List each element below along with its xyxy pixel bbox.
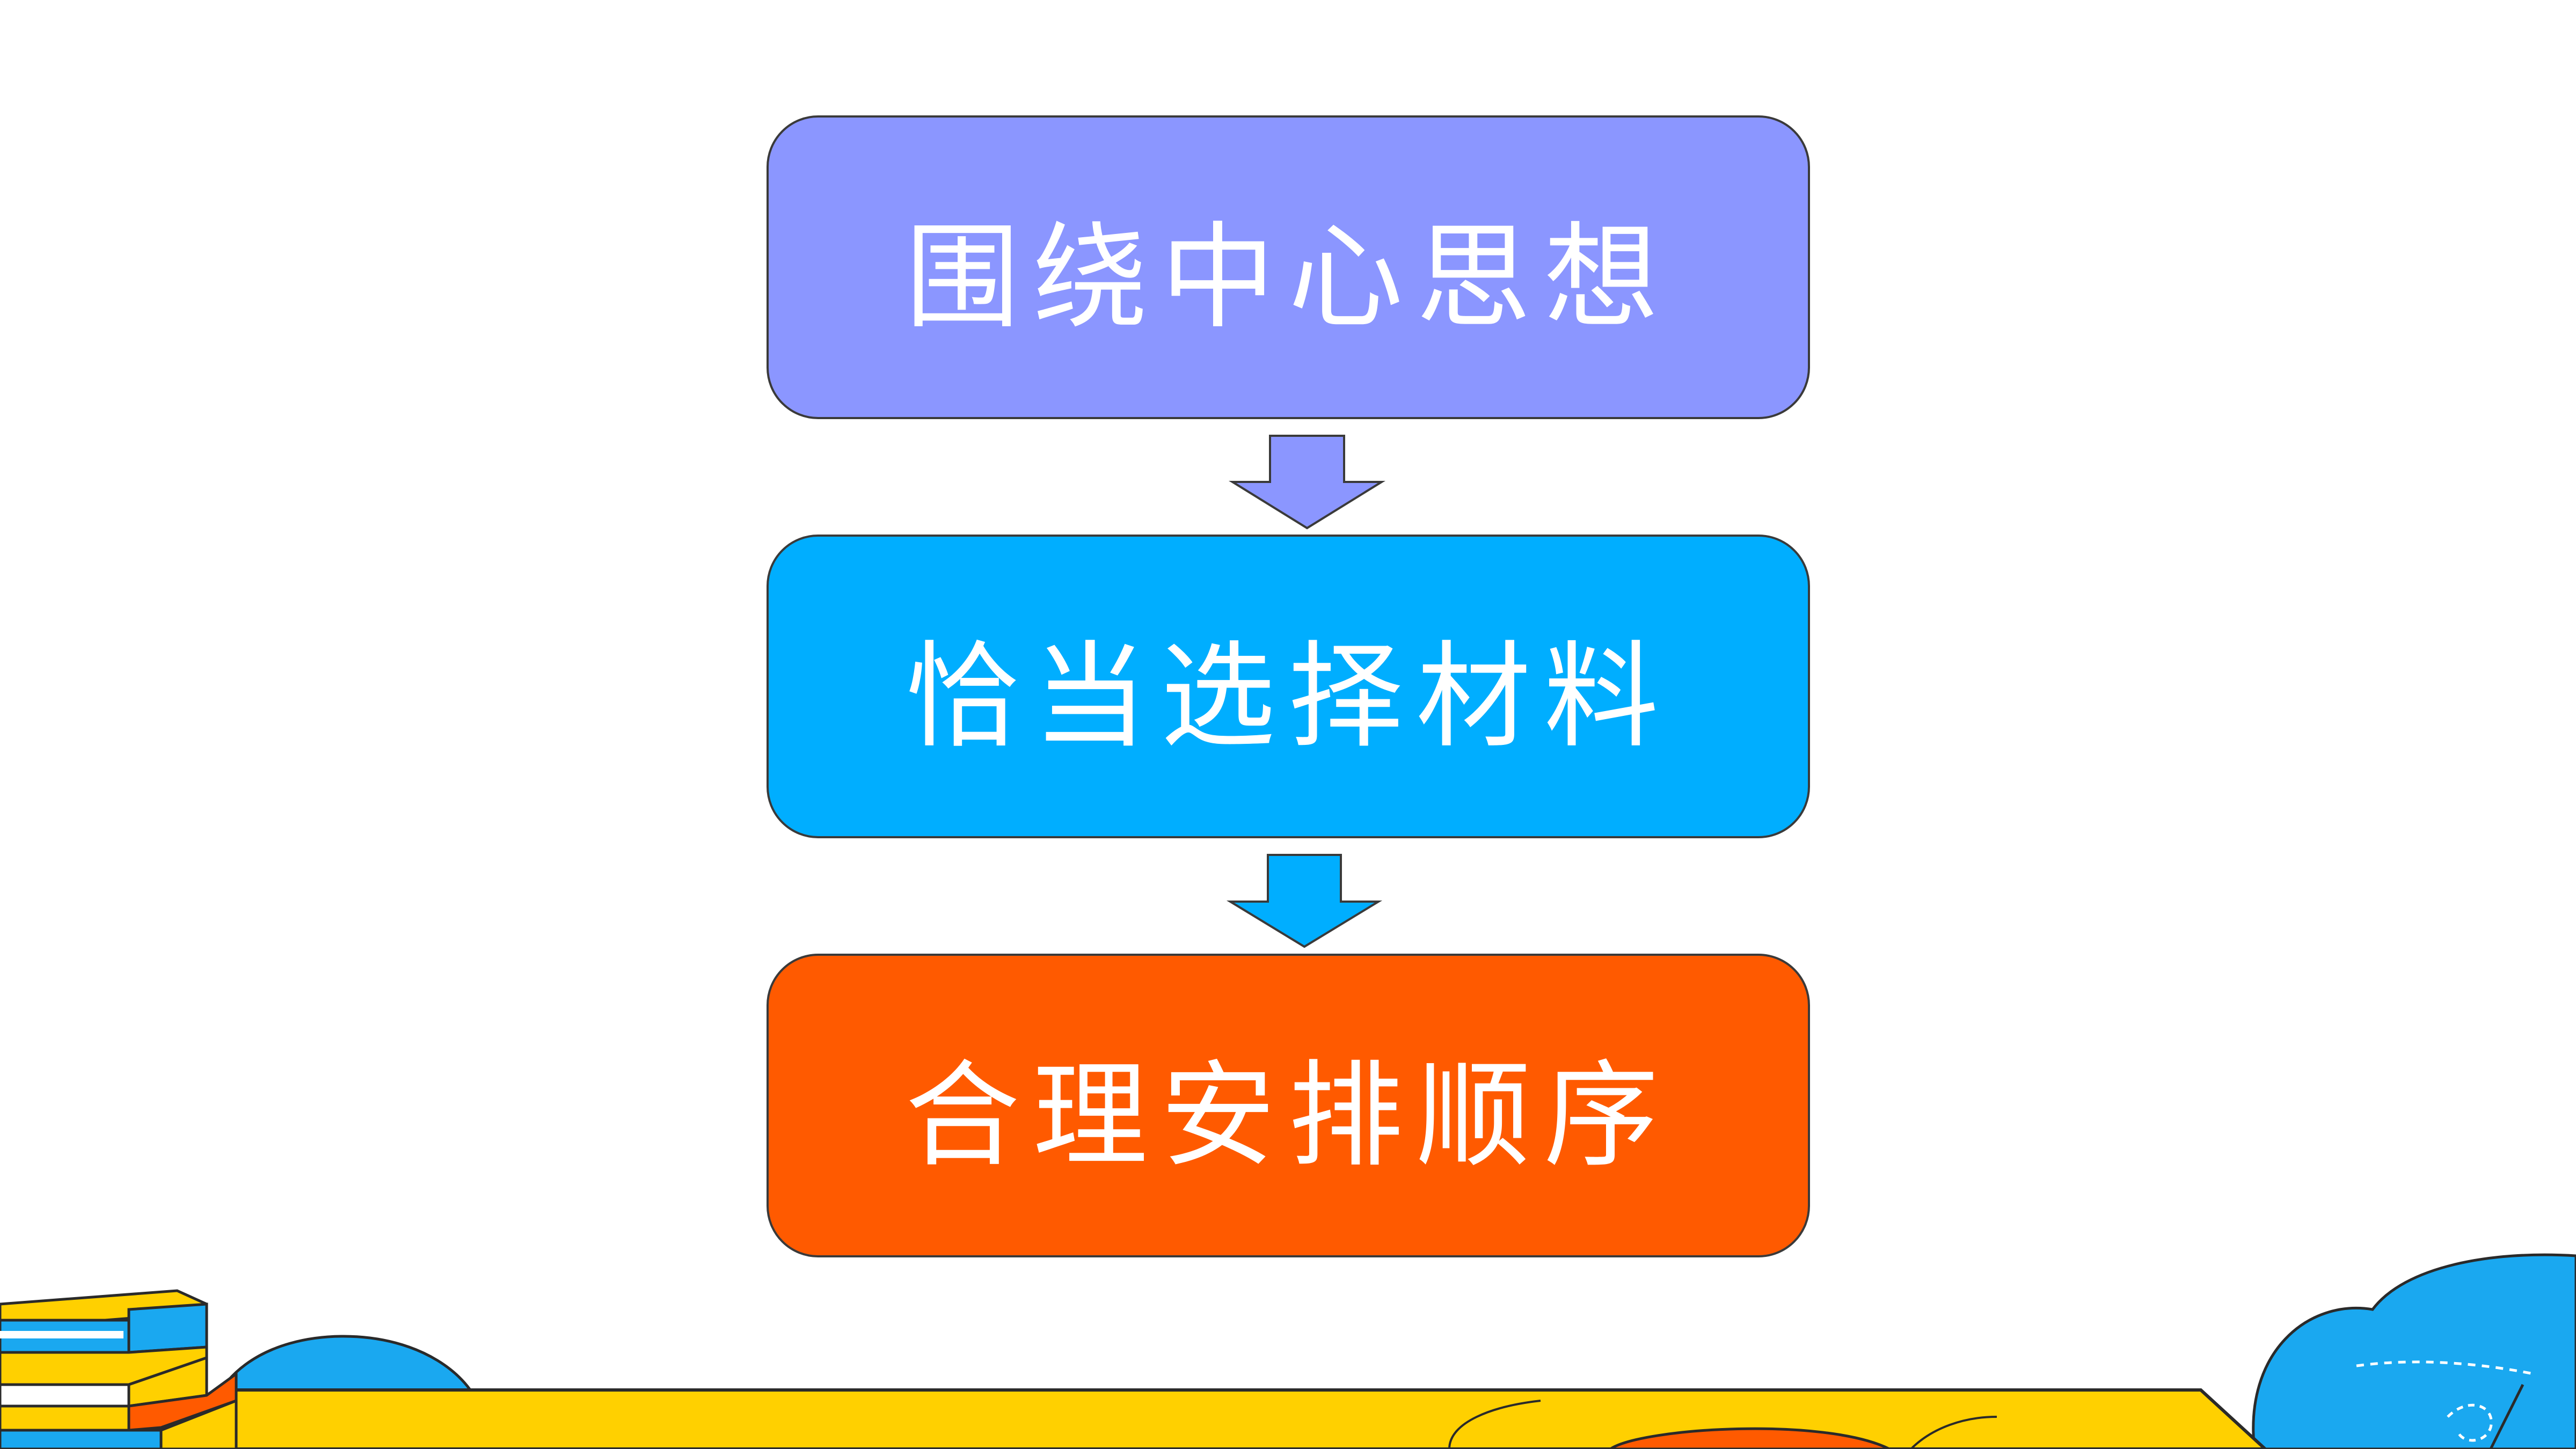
yellow-ground: [229, 1388, 2268, 1449]
flow-step-1-label: 围绕中心思想: [905, 211, 1672, 345]
flow-step-3: 合理安排顺序: [767, 954, 1810, 1257]
right-cloud-icon: [2252, 1253, 2576, 1449]
flow-step-2: 恰当选择材料: [767, 535, 1810, 838]
book-stack-icon: [0, 1289, 238, 1449]
flow-step-1: 围绕中心思想: [767, 115, 1810, 419]
flow-step-2-label: 恰当选择材料: [905, 630, 1672, 764]
orange-dome: [1608, 1427, 1891, 1449]
flow-step-3-label: 合理安排顺序: [905, 1049, 1672, 1183]
